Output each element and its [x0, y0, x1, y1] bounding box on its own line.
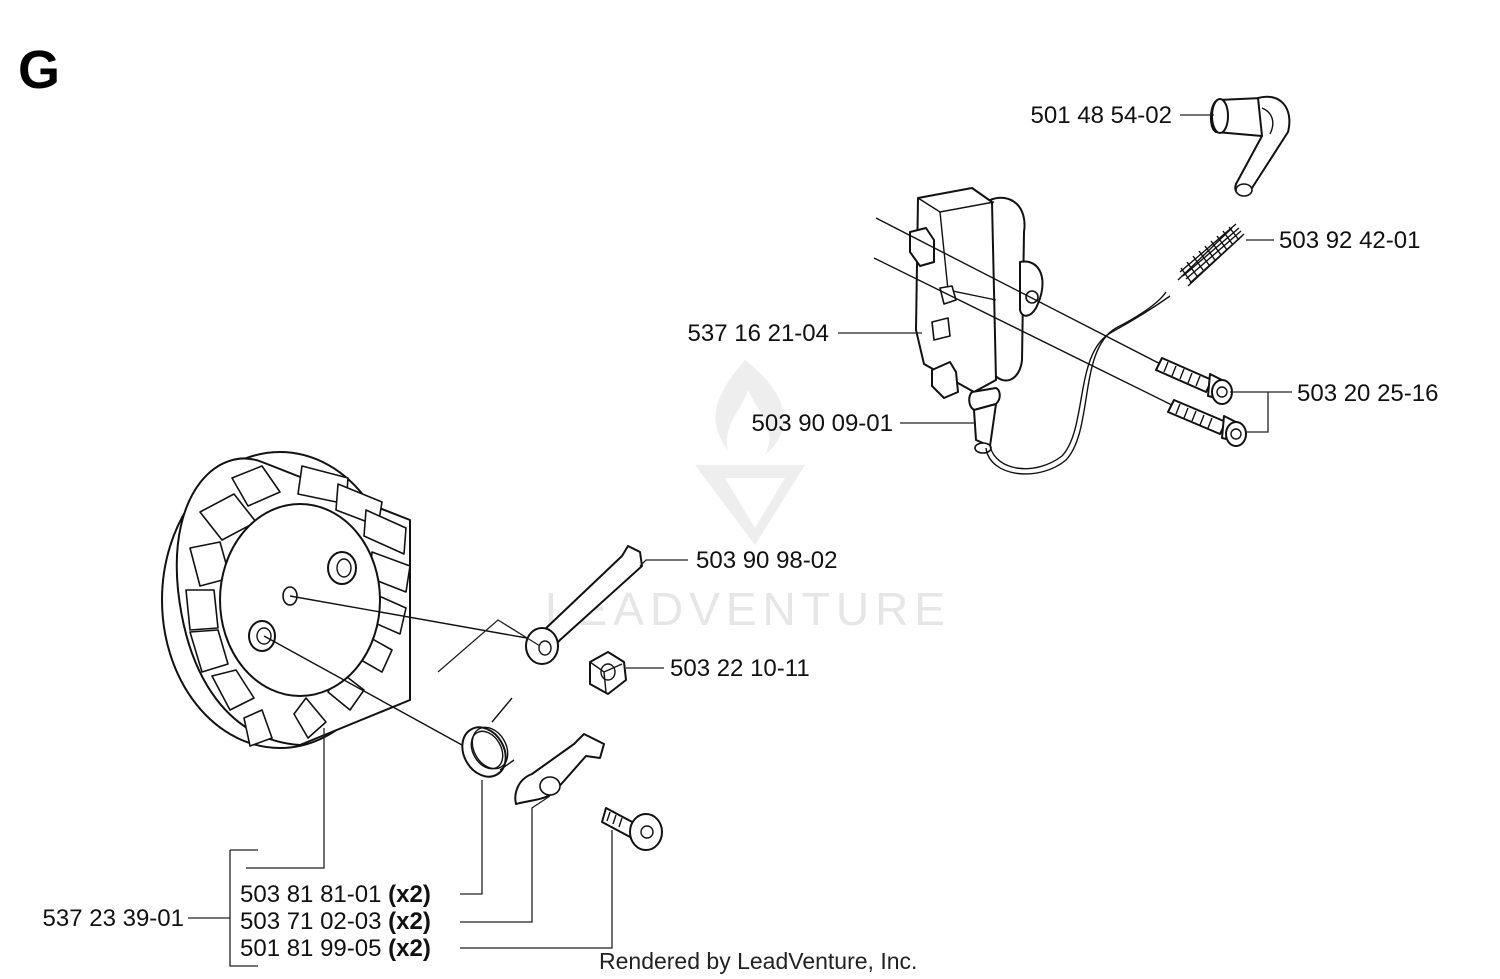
- ignition-module-drawing: [873, 187, 1187, 454]
- footer-credit: Rendered by LeadVenture, Inc.: [599, 948, 917, 974]
- part-label-pawl: 503 71 02-03 (x2): [240, 908, 431, 935]
- nut-drawing: [589, 651, 627, 695]
- ignition-lead-cap-drawing: [1210, 95, 1291, 197]
- leader-lines: [188, 114, 1292, 967]
- part-label-ignition-module: 537 16 21-04: [688, 320, 829, 347]
- part-label-screws: 503 20 25-16: [1297, 380, 1438, 407]
- ignition-lead-drawing: [985, 291, 1171, 475]
- flywheel-drawing: [161, 451, 539, 757]
- part-label-spring: 503 92 42-01: [1279, 227, 1420, 254]
- part-label-pawl-spring: 503 81 81-01 (x2): [240, 881, 431, 908]
- pawl-bolt-drawing: [601, 807, 663, 851]
- part-label-nut: 503 22 10-11: [670, 655, 810, 682]
- section-letter: G: [18, 40, 60, 100]
- watermark-v-icon: [695, 465, 805, 545]
- part-label-flywheel: 537 23 39-01: [43, 905, 184, 932]
- part-label-pawl-bolt: 501 81 99-05 (x2): [240, 935, 431, 962]
- screws-drawing: [1155, 357, 1247, 447]
- spring-drawing: [1177, 223, 1245, 287]
- pawl-arm-drawing: [525, 545, 643, 665]
- pawl-drawing: [514, 733, 605, 805]
- part-label-pawl-arm: 503 90 98-02: [696, 547, 837, 574]
- part-label-ignition-lead: 503 90 09-01: [752, 410, 893, 437]
- part-label-ignition-lead-cap: 501 48 54-02: [1031, 102, 1172, 129]
- pawl-spring-drawing: [461, 697, 515, 778]
- watermark-flame-icon: [715, 360, 784, 455]
